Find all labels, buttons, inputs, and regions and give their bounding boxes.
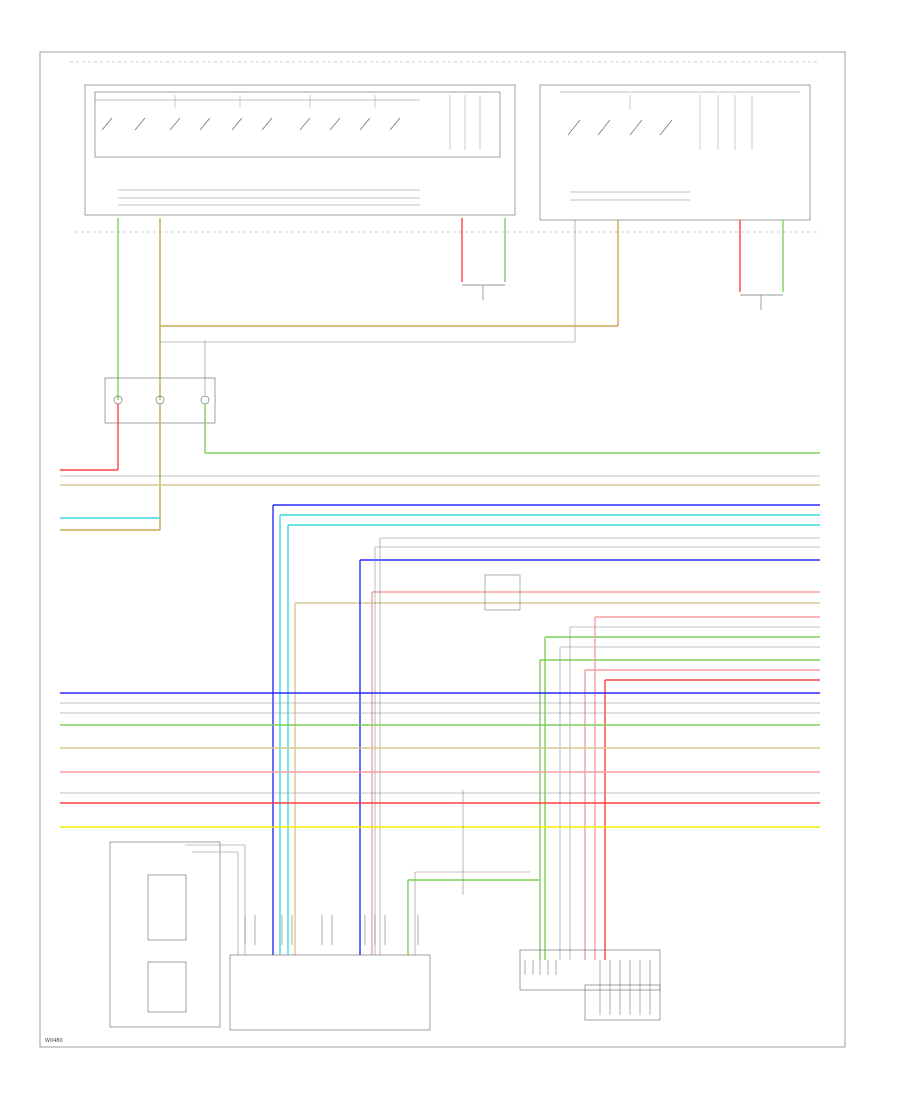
connector-block-lower-right bbox=[519, 949, 661, 1021]
footer-code: W0480 bbox=[45, 1038, 63, 1044]
ground-symbol-icon bbox=[462, 284, 783, 310]
switch-contact-icon bbox=[101, 117, 401, 131]
junction-box-mid bbox=[484, 574, 521, 611]
connector-block-lower-center bbox=[229, 915, 431, 1031]
sensor-assembly-left bbox=[109, 841, 246, 1028]
switch-module-right bbox=[539, 84, 811, 221]
page-frame bbox=[39, 51, 846, 1048]
switch-module-left bbox=[84, 84, 516, 216]
